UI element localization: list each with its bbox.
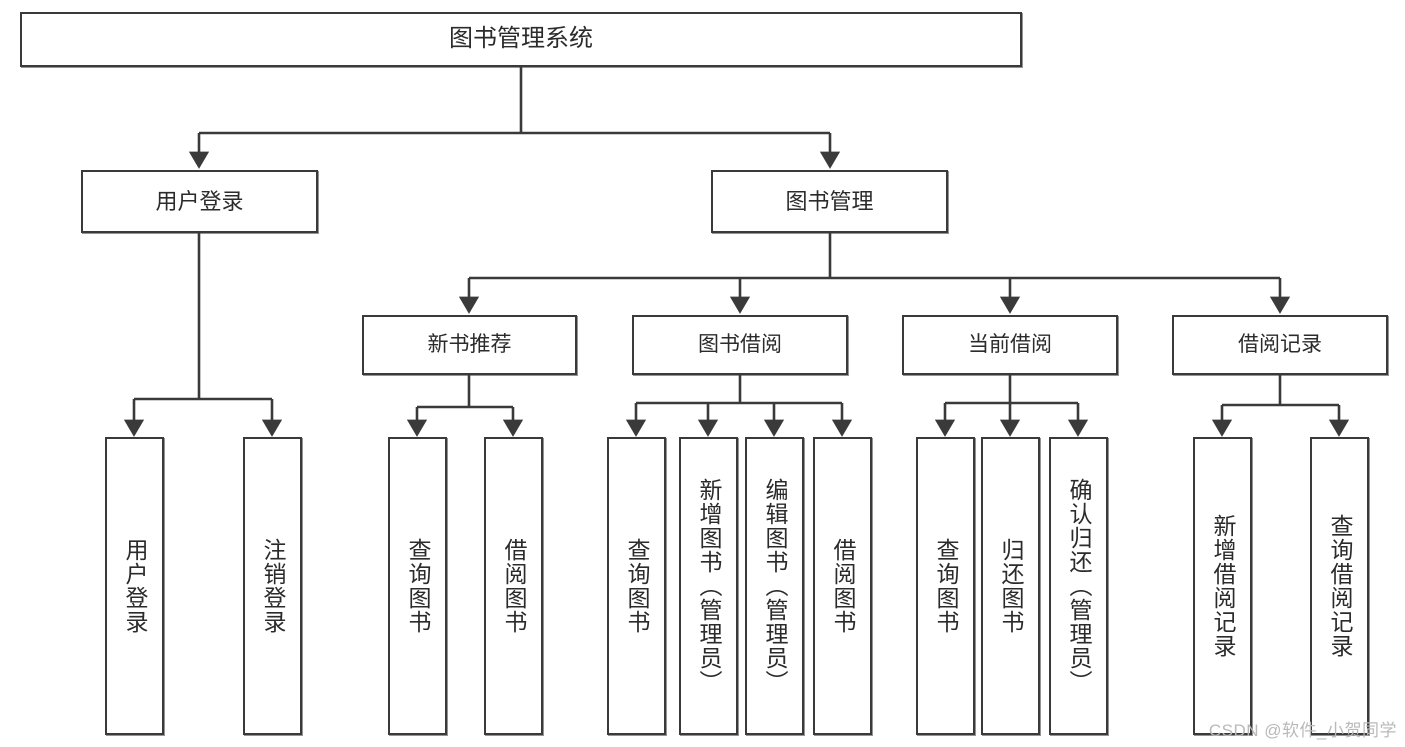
node-label: 借阅图书: [830, 538, 856, 634]
node-leaf-borrow-book-2[interactable]: 借阅图书: [813, 437, 872, 735]
node-book-borrow[interactable]: 图书借阅: [632, 315, 848, 375]
node-leaf-add-record[interactable]: 新增借阅记录: [1193, 437, 1252, 735]
node-label: 确认归还（管理员）: [1066, 478, 1092, 694]
node-label: 编辑图书（管理员）: [762, 478, 788, 694]
node-label: 用户登录: [122, 538, 148, 634]
node-label: 图书管理: [785, 188, 874, 214]
node-label: 借阅图书: [501, 538, 527, 634]
node-label: 查询图书: [405, 538, 431, 634]
node-label: 查询图书: [624, 538, 650, 634]
node-label: 查询借阅记录: [1327, 514, 1353, 658]
node-label: 借阅记录: [1238, 332, 1322, 356]
node-label: 图书借阅: [698, 332, 782, 356]
node-leaf-borrow-book-1[interactable]: 借阅图书: [484, 437, 543, 735]
node-borrow-record[interactable]: 借阅记录: [1172, 315, 1388, 375]
node-current-borrow[interactable]: 当前借阅: [902, 315, 1118, 375]
node-leaf-add-book[interactable]: 新增图书（管理员）: [679, 437, 738, 735]
node-label: 查询图书: [933, 538, 959, 634]
node-leaf-query-book-2[interactable]: 查询图书: [607, 437, 666, 735]
node-leaf-return-book[interactable]: 归还图书: [981, 437, 1040, 735]
node-label: 新书推荐: [427, 332, 512, 356]
node-leaf-edit-book[interactable]: 编辑图书（管理员）: [745, 437, 804, 735]
node-leaf-user-login[interactable]: 用户登录: [105, 437, 164, 735]
node-label: 注销登录: [260, 538, 286, 634]
node-leaf-confirm-return[interactable]: 确认归还（管理员）: [1049, 437, 1108, 735]
node-leaf-query-book-3[interactable]: 查询图书: [916, 437, 975, 735]
node-label: 当前借阅: [968, 332, 1052, 356]
node-label: 新增图书（管理员）: [696, 478, 722, 694]
node-label: 归还图书: [998, 538, 1024, 634]
node-root-system[interactable]: 图书管理系统: [20, 12, 1022, 67]
node-label: 用户登录: [155, 188, 244, 214]
node-new-book-recommend[interactable]: 新书推荐: [362, 315, 577, 375]
node-leaf-query-record[interactable]: 查询借阅记录: [1310, 437, 1369, 735]
node-leaf-logout[interactable]: 注销登录: [243, 437, 302, 735]
node-user-login[interactable]: 用户登录: [81, 170, 318, 233]
node-leaf-query-book-1[interactable]: 查询图书: [388, 437, 447, 735]
node-label: 图书管理系统: [449, 25, 593, 53]
node-label: 新增借阅记录: [1210, 514, 1236, 658]
node-book-management[interactable]: 图书管理: [711, 170, 948, 233]
